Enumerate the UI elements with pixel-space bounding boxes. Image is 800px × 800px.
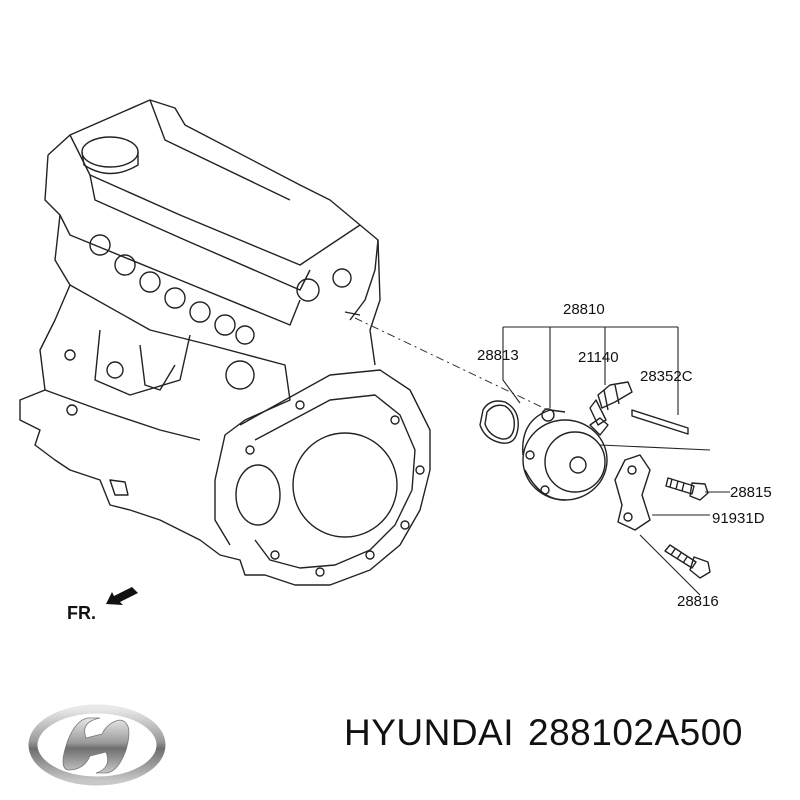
label-28810: 28810 [563,301,605,318]
vacuum-pump-parts [479,381,711,579]
bracket-91931D [614,454,651,531]
oil-cap [81,136,139,168]
vacuum-pump-28810 [522,408,609,501]
label-28816: 28816 [677,593,719,610]
part-number: 288102A500 [528,712,743,753]
pin-28352C [631,409,689,435]
label-28813: 28813 [477,347,519,364]
brand-name: HYUNDAI [344,712,515,753]
fr-label: FR. [67,603,96,623]
bolt-28815 [665,477,709,501]
bolt-28816 [664,544,711,579]
label-28815: 28815 [730,484,772,501]
flywheel-bore [292,432,398,538]
label-91931D: 91931D [712,510,765,527]
starter-bore [235,464,281,526]
engine-block [19,99,431,586]
gasket-28813 [479,400,519,444]
mounting-centerline [354,317,549,411]
front-arrow-icon [106,587,138,605]
label-21140: 21140 [578,349,619,366]
label-28352C: 28352C [640,368,693,385]
front-direction-indicator: FR. [67,587,138,623]
fitting-21140 [589,381,633,426]
hyundai-logo [28,704,166,786]
leader-lines [502,326,730,596]
product-caption: HYUNDAI 288102A500 [344,712,757,754]
